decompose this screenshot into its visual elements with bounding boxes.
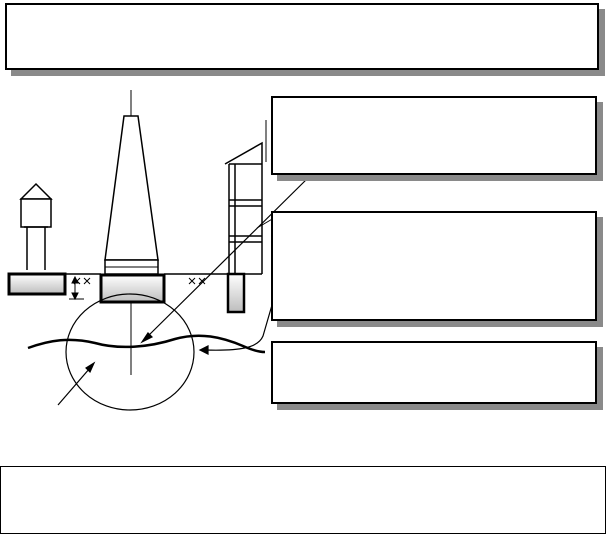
settlement-zone-icon — [65, 293, 195, 411]
callout-box-1 — [271, 96, 597, 175]
water-tower-icon — [19, 182, 53, 270]
callout-box-2 — [271, 211, 597, 321]
callout-text-3 — [273, 343, 595, 355]
callout-box-3 — [271, 341, 597, 404]
header-box — [5, 3, 599, 70]
building-foundation — [226, 272, 246, 314]
depth-dimension — [69, 275, 84, 301]
groundwater-line — [27, 334, 266, 354]
tower-foundation — [7, 272, 67, 296]
callout-text-2 — [273, 213, 595, 225]
leader-arrows — [57, 173, 313, 406]
footer-text — [1, 467, 605, 479]
footer-box — [0, 466, 606, 534]
callout-text-1 — [273, 98, 595, 110]
chimney-icon — [104, 90, 159, 375]
building-frame-icon — [224, 120, 275, 274]
